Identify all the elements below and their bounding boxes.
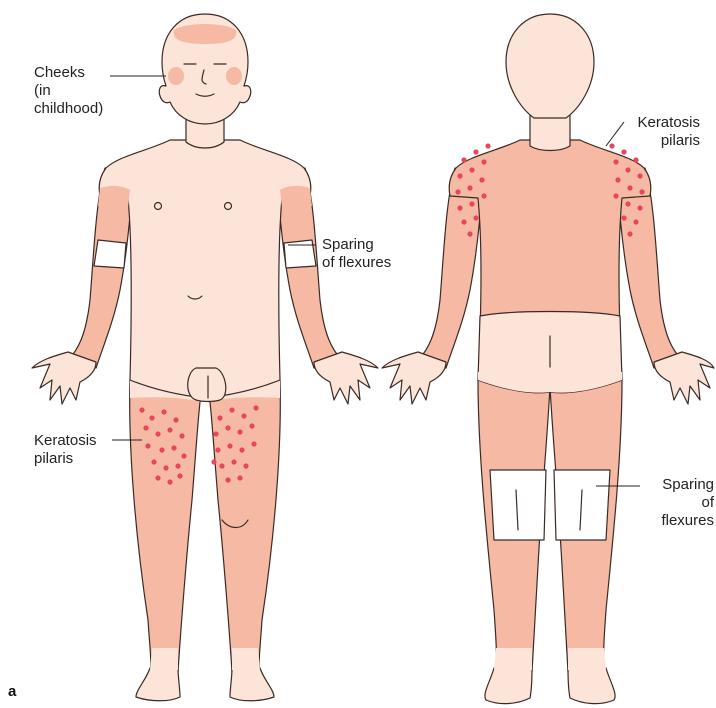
back-head [506, 14, 594, 118]
label-back-keratosis-pilaris: Keratosis pilaris [600, 114, 700, 150]
back-heel-light-right [568, 648, 606, 670]
front-left-leg [130, 380, 200, 672]
front-ankle-light-right [232, 648, 260, 670]
front-right-hand [314, 352, 378, 404]
front-left-hand [32, 352, 96, 404]
front-left-shoulder-band [98, 186, 130, 208]
front-nipple-left [155, 203, 162, 210]
panel-letter: a [8, 683, 16, 700]
label-front-keratosis-pilaris: Keratosis pilaris [34, 432, 97, 468]
front-torso [99, 140, 311, 398]
front-left-cheek [168, 67, 184, 85]
front-right-elbow-spared [284, 240, 316, 268]
front-right-cheek [226, 67, 242, 85]
label-front-sparing: Sparing of flexures [322, 236, 391, 272]
label-cheeks: Cheeks (in childhood) [34, 64, 103, 118]
front-ankle-light-left [150, 648, 178, 670]
front-right-leg [210, 380, 280, 672]
front-nipple-right [225, 203, 232, 210]
label-back-sparing: Sparing of flexures [600, 476, 714, 530]
back-right-foot [568, 668, 615, 704]
front-genitals [188, 368, 226, 402]
front-scalp-patch [174, 24, 237, 44]
front-right-shoulder-band [280, 186, 312, 208]
back-right-hand [654, 352, 714, 404]
front-left-foot [136, 668, 180, 701]
back-heel-light-left [494, 648, 532, 670]
front-right-foot [230, 668, 274, 701]
front-left-elbow-spared [94, 240, 126, 268]
back-left-foot [485, 668, 532, 704]
back-left-hand [382, 352, 446, 404]
